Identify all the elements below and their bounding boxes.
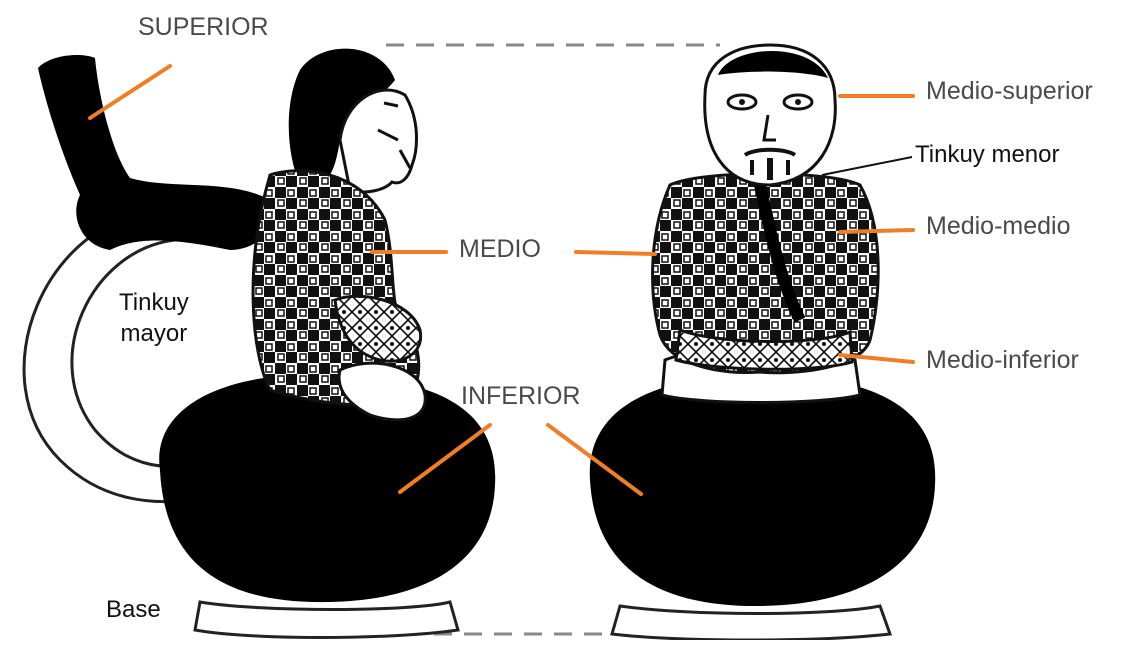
leader-tinkuy-menor: [822, 157, 912, 175]
label-tinkuy-menor: Tinkuy menor: [915, 142, 1060, 168]
label-tinkuy-mayor-line2: mayor: [119, 318, 189, 349]
right-vessel-foot: [612, 606, 890, 640]
label-medio-inferior: Medio-inferior: [926, 347, 1079, 375]
left-vessel-body: [159, 374, 495, 602]
left-vessel: [24, 49, 495, 638]
label-inferior: INFERIOR: [461, 383, 580, 411]
label-medio-medio: Medio-medio: [926, 213, 1071, 241]
label-medio-superior: Medio-superior: [926, 78, 1093, 106]
label-tinkuy-mayor: Tinkuy mayor: [119, 287, 189, 349]
stirrup-spout: [38, 55, 273, 250]
leader-medio-right: [576, 252, 655, 254]
right-vessel: [590, 45, 935, 640]
label-medio: MEDIO: [459, 236, 541, 264]
leader-superior: [90, 66, 170, 118]
label-tinkuy-mayor-line1: Tinkuy: [119, 287, 189, 318]
label-base: Base: [106, 597, 161, 623]
left-vessel-foot: [195, 602, 458, 638]
leader-medio-medio: [840, 230, 913, 232]
right-vessel-body: [590, 375, 935, 606]
label-superior: SUPERIOR: [138, 14, 269, 42]
